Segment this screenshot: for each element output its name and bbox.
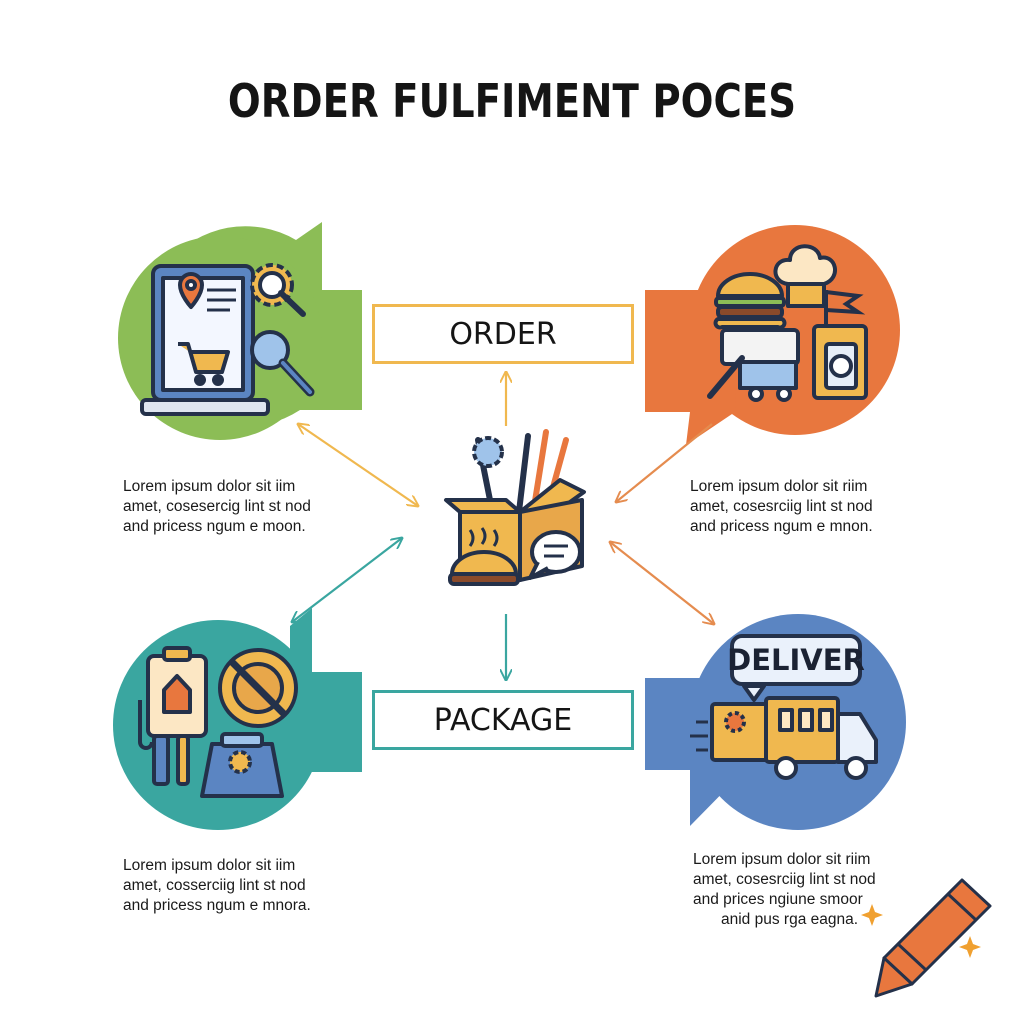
truck-icon bbox=[690, 684, 878, 780]
description-line: Lorem ipsum dolor sit iim bbox=[123, 478, 296, 495]
shopping-cart-icon bbox=[178, 342, 230, 386]
description-line: Lorem ipsum dolor sit riim bbox=[693, 851, 871, 868]
burger-icon bbox=[448, 550, 520, 586]
flag-icon bbox=[824, 289, 866, 330]
sparkle-icon bbox=[861, 904, 883, 926]
description-line: amet, cosesercig lint st nod bbox=[123, 498, 311, 515]
description-line: Lorem ipsum dolor sit iim bbox=[123, 857, 296, 874]
magnifier-icon bbox=[250, 330, 315, 397]
description-line: Lorem ipsum dolor sit riim bbox=[690, 478, 868, 495]
arrow-center-bottom-left bbox=[292, 538, 402, 622]
machine-icon bbox=[200, 732, 284, 798]
description-top-right: Lorem ipsum dolor sit riim amet, cosesrc… bbox=[690, 477, 873, 537]
step-order-label: ORDER bbox=[372, 304, 634, 364]
arrows bbox=[292, 372, 714, 680]
box-icon bbox=[444, 429, 586, 586]
description-line: amet, cosserciig lint st nod bbox=[123, 877, 306, 894]
sparkle-icon bbox=[959, 936, 981, 958]
description-line: amet, cosesrciig lint st nod bbox=[693, 871, 876, 888]
step-deliver-label: DELIVER bbox=[727, 634, 865, 686]
description-line: anid pus rga eagna. bbox=[721, 911, 859, 928]
crayon-icon bbox=[874, 878, 992, 998]
location-pin-icon bbox=[178, 272, 204, 309]
step-order-text: ORDER bbox=[449, 316, 557, 352]
description-line: and pricess ngum e moon. bbox=[123, 518, 306, 535]
sign-icon bbox=[138, 646, 208, 786]
page-title: ORDER FULFIMENT POCES bbox=[227, 74, 797, 128]
description-line: and prices ngiune smoor bbox=[693, 891, 863, 908]
description-line: amet, cosesrciig lint st nod bbox=[690, 498, 873, 515]
description-bottom-left: Lorem ipsum dolor sit iim amet, cosserci… bbox=[123, 856, 311, 916]
description-line: and pricess ngum e mnon. bbox=[690, 518, 873, 535]
speech-bubble-icon bbox=[528, 530, 582, 580]
step-package-label: PACKAGE bbox=[372, 690, 634, 750]
arrow-center-bottom-right bbox=[610, 542, 714, 624]
description-line: and pricess ngum e mnora. bbox=[123, 897, 311, 914]
gear-icon bbox=[250, 263, 306, 317]
burger-icon bbox=[713, 272, 787, 330]
arrow-center-top-left bbox=[298, 424, 418, 506]
description-bottom-right: Lorem ipsum dolor sit riim amet, cosesrc… bbox=[693, 850, 876, 930]
arrow-center-top-right bbox=[616, 423, 713, 502]
no-entry-icon bbox=[218, 648, 298, 728]
chef-hat-icon bbox=[773, 244, 837, 308]
laptop-icon bbox=[140, 264, 270, 416]
machine-icon bbox=[707, 324, 868, 402]
step-deliver-text: DELIVER bbox=[727, 643, 865, 677]
description-top-left: Lorem ipsum dolor sit iim amet, coseserc… bbox=[123, 477, 311, 537]
step-package-text: PACKAGE bbox=[433, 702, 573, 738]
